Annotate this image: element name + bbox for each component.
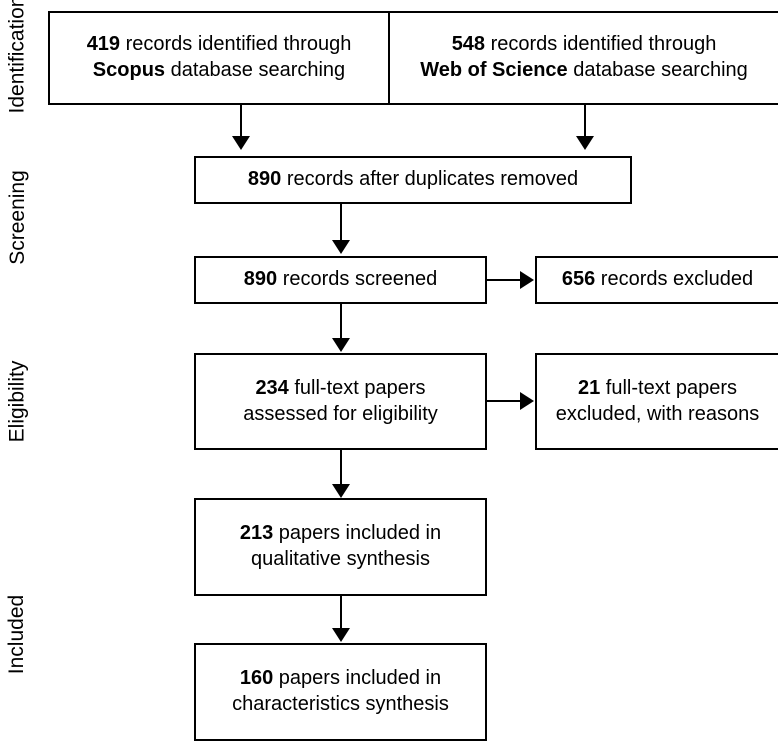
box-records-excluded: 656 records excluded: [535, 256, 778, 304]
connector-duplicates-to-screened-line: [340, 204, 342, 242]
records-excluded-count: 656: [561, 268, 596, 291]
characteristics-line1-rest: papers included in: [273, 667, 442, 690]
stage-label-screening: Screening: [0, 158, 34, 276]
stage-label-screening-text: Screening: [5, 169, 29, 265]
fulltext-excluded-count: 21: [578, 376, 601, 399]
identification-row: 419 records identified through Scopus da…: [48, 11, 778, 105]
connector-fulltext-to-qualitative-line: [340, 450, 342, 485]
connector-wos-to-duplicates-line: [584, 105, 586, 138]
stage-label-eligibility-text: Eligibility: [5, 360, 29, 442]
box-wos-records: 548 records identified through Web of Sc…: [390, 13, 778, 103]
connector-scopus-to-duplicates-line: [240, 105, 242, 138]
box-characteristics-synthesis-text: 160 papers included in characteristics s…: [232, 666, 449, 717]
connector-fulltext-to-excluded-arrow: [520, 392, 534, 410]
stage-label-identification-text: Identification: [5, 0, 29, 114]
connector-fulltext-to-qualitative-arrow: [332, 484, 350, 498]
box-records-screened: 890 records screened: [194, 256, 487, 304]
connector-screened-to-fulltext-line: [340, 304, 342, 339]
stage-label-included-text: Included: [5, 594, 29, 674]
wos-line2-rest: database searching: [567, 59, 748, 81]
qualitative-line2: qualitative synthesis: [251, 548, 430, 570]
box-duplicates-removed-text: 890 records after duplicates removed: [248, 167, 578, 193]
wos-count: 548: [451, 33, 486, 56]
box-wos-records-text: 548 records identified through Web of Sc…: [420, 32, 748, 83]
box-scopus-records-text: 419 records identified through Scopus da…: [87, 32, 352, 83]
qualitative-count: 213: [239, 522, 274, 545]
box-duplicates-removed: 890 records after duplicates removed: [194, 156, 632, 204]
fulltext-excluded-line1-rest: full-text papers: [600, 376, 737, 399]
box-fulltext-assessed-text: 234 full-text papers assessed for eligib…: [243, 376, 438, 427]
wos-source-name: Web of Science: [420, 59, 568, 81]
stage-label-included: Included: [0, 575, 34, 693]
box-qualitative-synthesis-text: 213 papers included in qualitative synth…: [240, 521, 441, 572]
box-fulltext-excluded: 21 full-text papers excluded, with reaso…: [535, 353, 778, 450]
connector-qualitative-to-characteristics-arrow: [332, 628, 350, 642]
connector-screened-to-excluded-line: [487, 279, 522, 281]
characteristics-line2: characteristics synthesis: [232, 693, 449, 715]
fulltext-assessed-count: 234: [255, 376, 289, 399]
wos-line1-rest: records identified through: [485, 33, 717, 56]
duplicates-removed-count: 890: [247, 168, 282, 191]
box-characteristics-synthesis: 160 papers included in characteristics s…: [194, 643, 487, 741]
connector-screened-to-fulltext-arrow: [332, 338, 350, 352]
records-screened-count: 890: [243, 268, 278, 291]
scopus-line1-rest: records identified through: [120, 33, 352, 56]
stage-label-eligibility: Eligibility: [0, 338, 34, 464]
qualitative-line1-rest: papers included in: [273, 522, 442, 545]
box-records-excluded-text: 656 records excluded: [562, 267, 753, 293]
fulltext-assessed-line2: assessed for eligibility: [243, 402, 438, 425]
characteristics-count: 160: [239, 667, 274, 690]
box-fulltext-assessed: 234 full-text papers assessed for eligib…: [194, 353, 487, 450]
connector-wos-to-duplicates-arrow: [576, 136, 594, 150]
scopus-line2-rest: database searching: [165, 59, 346, 81]
connector-duplicates-to-screened-arrow: [332, 240, 350, 254]
records-excluded-rest: records excluded: [595, 268, 754, 291]
connector-screened-to-excluded-arrow: [520, 271, 534, 289]
duplicates-removed-rest: records after duplicates removed: [281, 168, 579, 191]
scopus-source-name: Scopus: [92, 59, 166, 81]
fulltext-assessed-line1-rest: full-text papers: [288, 376, 426, 399]
box-qualitative-synthesis: 213 papers included in qualitative synth…: [194, 498, 487, 596]
connector-scopus-to-duplicates-arrow: [232, 136, 250, 150]
connector-fulltext-to-excluded-line: [487, 400, 522, 402]
connector-qualitative-to-characteristics-line: [340, 596, 342, 629]
scopus-count: 419: [86, 33, 121, 56]
box-records-screened-text: 890 records screened: [244, 267, 437, 293]
stage-label-identification: Identification: [0, 0, 34, 117]
box-fulltext-excluded-text: 21 full-text papers excluded, with reaso…: [556, 376, 759, 427]
records-screened-rest: records screened: [277, 268, 438, 291]
fulltext-excluded-line2: excluded, with reasons: [555, 402, 760, 425]
box-scopus-records: 419 records identified through Scopus da…: [50, 13, 390, 103]
